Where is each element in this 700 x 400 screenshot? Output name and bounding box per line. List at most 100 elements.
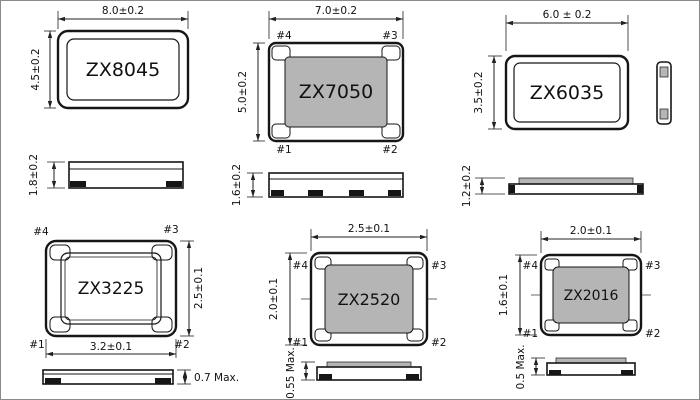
zx6035-end-body [656,61,672,125]
zx7050-drawing: 7.0±0.2 #4 #3 ZX7050 #1 #2 5.0±0.2 [231,5,405,206]
zx2016-side-view [546,357,636,376]
zx2520-side-pad-right [406,374,419,380]
zx6035-end-view [656,61,672,125]
zx7050-side-pad [308,190,323,196]
zx7050-corner-pad-br [381,123,401,139]
zx8045-drawing: 8.0±0.2 ZX8045 4.5±0.2 1.8±0.2 [28,5,190,196]
zx3225-thickness-dimension: 0.7 Max. [177,369,239,385]
zx2016-height-label: 1.6±0.1 [498,274,510,316]
zx3225-side-body [42,369,174,385]
zx6035-height-dimension: 3.5±0.2 [473,55,502,130]
zx2520-side-pad-left [319,374,332,380]
zx2520-pad1-label: #1 [293,337,308,349]
zx6035-width-dimension: 6.0 ± 0.2 [505,9,629,51]
zx7050-corner-pad-tl [271,45,291,61]
zx2016-side-pad-right [621,370,633,375]
zx2520-height-label: 2.0±0.1 [268,278,280,320]
zx2520-thickness-dimension: 0.55 Max. [285,347,315,399]
zx8045-thickness-label: 1.8±0.2 [28,154,40,196]
zx2016-thickness-dimension: 0.5 Max. [515,344,545,390]
zx2016-pad4-label: #4 [523,260,539,272]
zx3225-pad2-label: #2 [174,339,189,351]
zx7050-width-dimension: 7.0±0.2 [268,5,404,39]
zx6035-height-label: 3.5±0.2 [473,71,485,113]
zx8045-height-dimension: 4.5±0.2 [30,30,56,109]
zx7050-corner-pad-bl [271,123,291,139]
zx7050-side-pad [349,190,364,196]
zx7050-pad3-label: #3 [382,30,397,42]
zx3225-thickness-label: 0.7 Max. [194,372,239,384]
zx2520-pad3-label: #3 [431,260,446,272]
zx2016-pad1-label: #1 [523,328,538,340]
zx3225-drawing: #4 #3 ZX3225 2.5±0.1 #1 #2 3.2±0.1 [29,224,239,385]
zx7050-pad4-label: #4 [276,30,292,42]
zx3225-pad1-label: #1 [29,339,44,351]
zx8045-side-pad-right [166,181,182,187]
zx6035-package-label: ZX6035 [530,82,604,104]
zx2520-thickness-label: 0.55 Max. [285,347,297,399]
zx2520-height-dimension: 2.0±0.1 [268,252,307,346]
zx7050-width-label: 7.0±0.2 [315,5,357,17]
zx6035-side-view [508,177,644,195]
zx7050-crystal-area [284,56,388,128]
zx3225-width-dimension: 3.2±0.1 [45,339,177,358]
zx8045-width-dimension: 8.0±0.2 [57,5,189,29]
zx7050-side-pad [271,190,284,196]
zx2016-width-label: 2.0±0.1 [570,225,612,237]
zx2016-pad2-label: #2 [645,328,660,340]
zx7050-package-label: ZX7050 [299,81,373,103]
zx3225-package-outline [44,239,178,338]
zx6035-package-outline [504,54,630,131]
zx2016-package-label: ZX2016 [564,288,619,304]
zx3225-pad4-label: #4 [33,226,49,238]
zx7050-side-body [268,172,404,198]
zx2520-crystal-area [324,264,414,334]
zx8045-side-pad-left [70,181,86,187]
zx3225-package-inner-2 [64,256,158,321]
zx3225-package-inner [60,252,162,325]
zx3225-height-dimension: 2.5±0.1 [180,240,205,337]
zx8045-package-outline [56,29,190,110]
zx7050-thickness-dimension: 1.6±0.2 [231,164,263,206]
zx3225-side-view [42,369,174,385]
zx2016-crystal-area [552,266,630,324]
zx7050-thickness-label: 1.6±0.2 [231,164,243,206]
zx2016-pad3-label: #3 [645,260,660,272]
zx2520-package-label: ZX2520 [338,290,401,309]
zx3225-height-label: 2.5±0.1 [193,267,205,309]
zx6035-side-pad-left [509,185,515,193]
zx6035-side-pad-right [637,185,643,193]
zx6035-thickness-label: 1.2±0.2 [461,165,473,207]
zx2016-height-dimension: 1.6±0.1 [498,254,537,336]
zx2016-width-dimension: 2.0±0.1 [540,225,642,253]
zx3225-width-label: 3.2±0.1 [90,341,132,353]
zx3225-side-pad-right [155,378,171,384]
zx7050-height-dimension: 5.0±0.2 [237,42,265,142]
zx6035-width-label: 6.0 ± 0.2 [543,9,592,21]
zx8045-side-view [68,161,184,189]
zx7050-height-label: 5.0±0.2 [237,71,249,113]
zx3225-package-label: ZX3225 [78,279,145,299]
zx8045-side-body [68,161,184,189]
zx3225-pad3-label: #3 [163,224,178,236]
zx2520-pad4-label: #4 [293,260,309,272]
zx2520-width-dimension: 2.5±0.1 [310,223,428,251]
zx7050-corner-pad-tr [381,45,401,61]
zx7050-side-view [268,172,404,198]
zx2016-side-base [546,362,636,376]
zx7050-pad2-label: #2 [382,144,397,156]
zx8045-package-label: ZX8045 [86,59,160,81]
zx6035-package-inner [513,62,621,123]
zx6035-end-pad-bottom [659,108,669,120]
zx6035-drawing: 6.0 ± 0.2 ZX6035 3.5±0.2 1.2±0.2 [461,9,672,207]
zx7050-side-pad [388,190,401,196]
zx2520-width-label: 2.5±0.1 [348,223,390,235]
zx6035-side-base [508,183,644,195]
zx8045-thickness-dimension: 1.8±0.2 [28,154,65,196]
zx8045-package-inner [66,38,180,101]
zx8045-height-label: 4.5±0.2 [30,48,42,90]
zx2016-drawing: 2.0±0.1 #4 #3 #1 #2 ZX2016 1.6±0.1 [498,225,660,390]
zx2520-drawing: 2.5±0.1 #4 #3 #1 #2 ZX2520 2.0±0.1 [268,223,446,399]
